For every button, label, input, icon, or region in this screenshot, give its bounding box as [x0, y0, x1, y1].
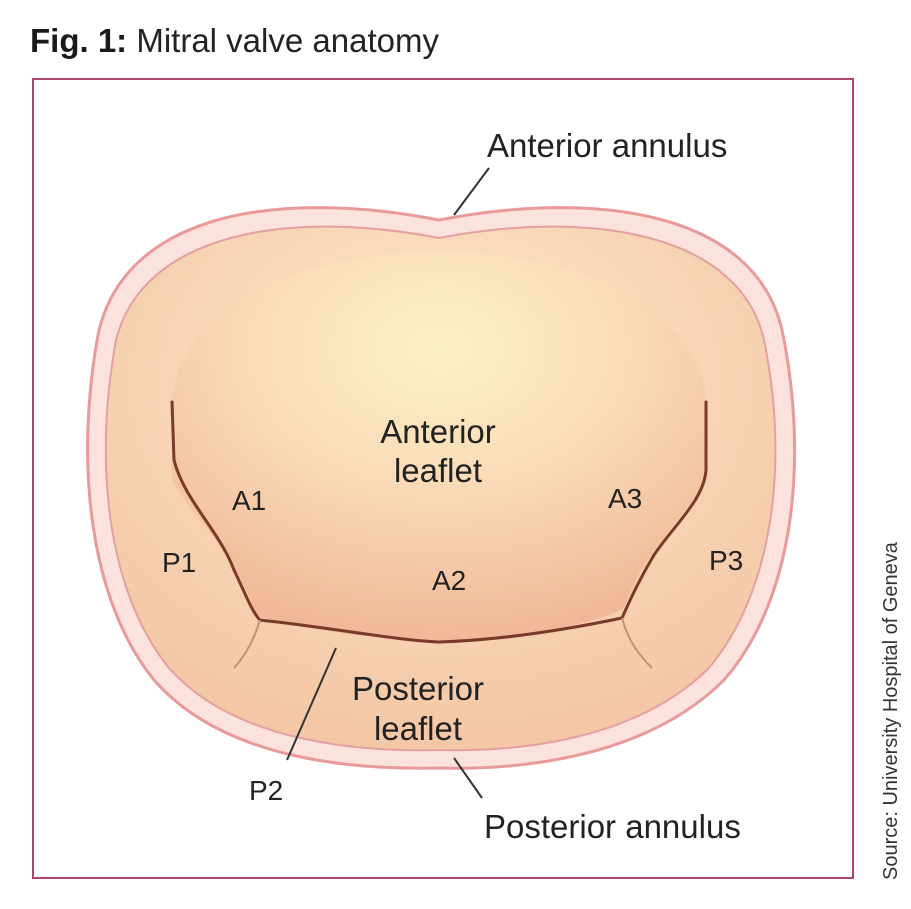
posterior-leaflet-label-line1: Posterior — [352, 670, 484, 707]
diagram-frame: Anterior annulus Anterior leaflet A1 A3 … — [32, 78, 854, 879]
segment-a2-label: A2 — [432, 565, 466, 596]
anterior-annulus-label: Anterior annulus — [487, 127, 727, 164]
anterior-annulus-leader — [453, 167, 490, 216]
segment-p2-label: P2 — [249, 775, 283, 806]
posterior-annulus-label: Posterior annulus — [484, 808, 741, 845]
p2-leader — [286, 647, 337, 761]
anterior-leaflet-label-line1: Anterior — [380, 413, 496, 450]
segment-a1-label: A1 — [232, 485, 266, 516]
figure-title: Fig. 1: Mitral valve anatomy — [30, 22, 439, 60]
anterior-leaflet-label-line2: leaflet — [394, 452, 482, 489]
p1-p2-divider — [233, 619, 261, 669]
source-credit: Source: University Hospital of Geneva — [880, 542, 902, 880]
mitral-valve-diagram: Anterior annulus Anterior leaflet A1 A3 … — [86, 127, 797, 845]
figure-caption: Mitral valve anatomy — [136, 22, 439, 59]
segment-p1-label: P1 — [162, 547, 196, 578]
anterior-leaflet-shape — [172, 252, 706, 640]
posterior-annulus-leader — [453, 757, 483, 799]
figure-label: Fig. 1: — [30, 22, 128, 59]
segment-p3-label: P3 — [709, 545, 743, 576]
coaptation-line — [170, 400, 708, 644]
posterior-leaflet-label-line2: leaflet — [374, 710, 462, 747]
segment-a3-label: A3 — [608, 483, 642, 514]
p2-p3-divider — [621, 617, 653, 669]
